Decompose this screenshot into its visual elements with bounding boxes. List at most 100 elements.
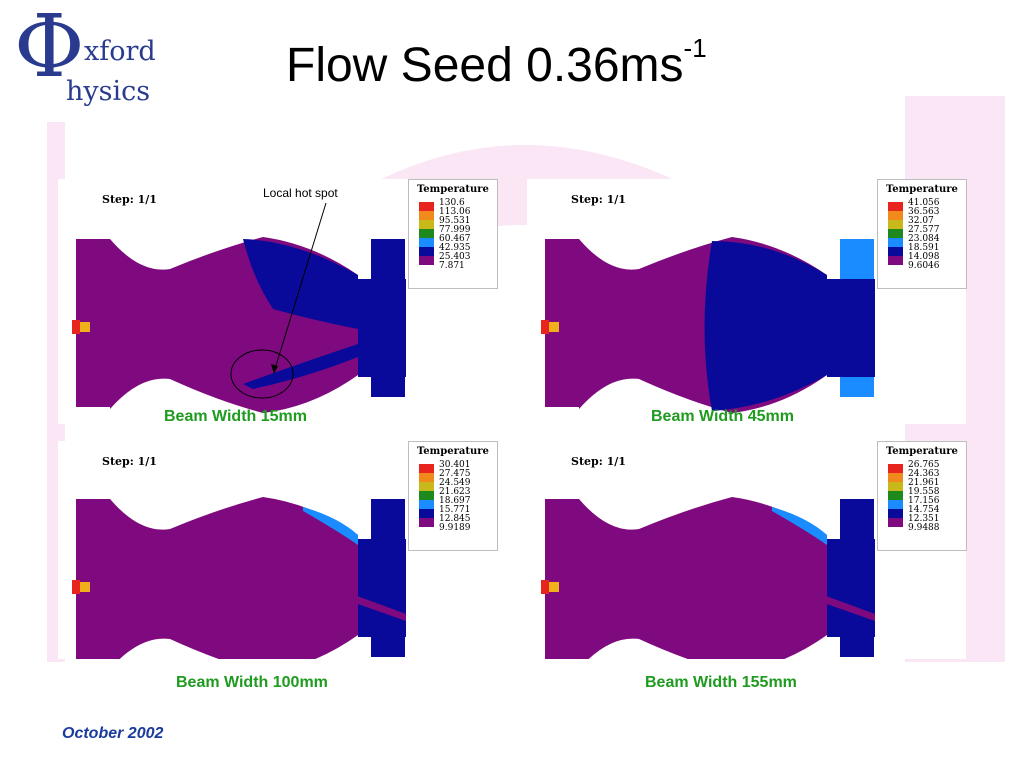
simulation-plot [72,497,406,659]
nozzle-tip [80,322,90,332]
logo-word-hysics: hysics [66,76,151,107]
legend-swatch [419,491,434,500]
footer-date: October 2002 [62,725,164,742]
legend-value: 18.697 [439,496,471,506]
outlet-region [358,279,406,377]
legend-value: 17.156 [908,496,940,506]
legend-swatch [888,256,903,265]
outlet-region [827,539,875,637]
vessel-body [579,497,827,659]
nozzle [541,320,549,334]
legend-swatch [419,229,434,238]
legend-value: 95.531 [439,216,471,226]
legend-value: 9.9488 [908,523,940,533]
left-flange [545,499,579,659]
edge-heating [303,507,358,545]
left-flange [76,499,110,659]
legend-swatch [419,518,434,527]
legend-swatch [888,238,903,247]
logo-phi: Φ [14,0,85,97]
legend-swatch [419,256,434,265]
outlet-jet [338,589,406,621]
legend-title: Temperature [417,184,489,195]
legend-swatch [888,518,903,527]
caption-15mm: Beam Width 15mm [164,408,307,425]
legend-swatch [888,247,903,256]
legend-swatch [419,482,434,491]
legend-value: 23.084 [908,234,940,244]
legend-swatch [888,473,903,482]
legend-value: 19.558 [908,487,940,497]
legend-swatch [419,500,434,509]
legend-swatch [888,229,903,238]
nozzle [72,320,80,334]
legend-swatch [888,482,903,491]
legend-title: Temperature [886,446,958,457]
legend-title: Temperature [417,446,489,457]
legend-value: 41.056 [908,198,940,208]
legend-value: 26.765 [908,460,940,470]
legend-swatch [888,220,903,229]
caption-100mm: Beam Width 100mm [176,674,328,691]
legend-value: 113.06 [439,207,471,217]
legend-value: 60.467 [439,234,471,244]
outlet-jet [807,589,875,621]
caption-155mm: Beam Width 155mm [645,674,797,691]
legend-swatch [419,509,434,518]
legend-value: 130.6 [439,198,465,208]
legend-value: 12.845 [439,514,471,524]
hot-spot-annotation: Local hot spot [263,186,338,200]
legend-value: 25.403 [439,252,471,262]
legend-value: 36.563 [908,207,940,217]
legend-value: 14.098 [908,252,940,262]
step-label: Step: 1/1 [102,455,157,468]
legend-value: 21.961 [908,478,940,488]
legend-value: 27.577 [908,225,940,235]
legend-swatch [419,247,434,256]
legend-value: 12.351 [908,514,940,524]
legend-swatch [888,202,903,211]
simulation-plot [541,497,875,659]
legend-value: 18.591 [908,243,940,253]
legend-value: 9.6046 [908,261,940,271]
legend-value: 32.07 [908,216,934,226]
simulation-plot [72,237,406,413]
slide-title: Flow Seed 0.36ms-1 [286,35,707,93]
title-text: Flow Seed 0.36ms [286,39,684,92]
oxford-physics-logo: Φ xford hysics [8,4,168,107]
legend-value: 15.771 [439,505,471,515]
legend-swatch [419,473,434,482]
nozzle-tip [549,582,559,592]
legend-value: 27.475 [439,469,471,479]
logo-word-xford: xford [84,36,156,67]
nozzle-tip [80,582,90,592]
title-superscript: -1 [683,33,707,63]
legend-swatch [888,509,903,518]
legend-swatch [419,211,434,220]
simulation-plot [541,237,875,413]
legend-swatch [888,211,903,220]
nozzle [541,580,549,594]
step-label: Step: 1/1 [571,193,626,206]
legend-value: 21.623 [439,487,471,497]
legend-swatch [419,202,434,211]
legend-value: 9.9189 [439,523,471,533]
nozzle [72,580,80,594]
legend-swatch [419,238,434,247]
heated-region [704,241,827,411]
legend-swatch [419,464,434,473]
legend-swatch [888,500,903,509]
edge-heating [772,507,827,545]
legend-value: 42.935 [439,243,471,253]
step-label: Step: 1/1 [571,455,626,468]
legend-value: 30.401 [439,460,471,470]
nozzle-tip [549,322,559,332]
outlet-region [827,279,875,377]
